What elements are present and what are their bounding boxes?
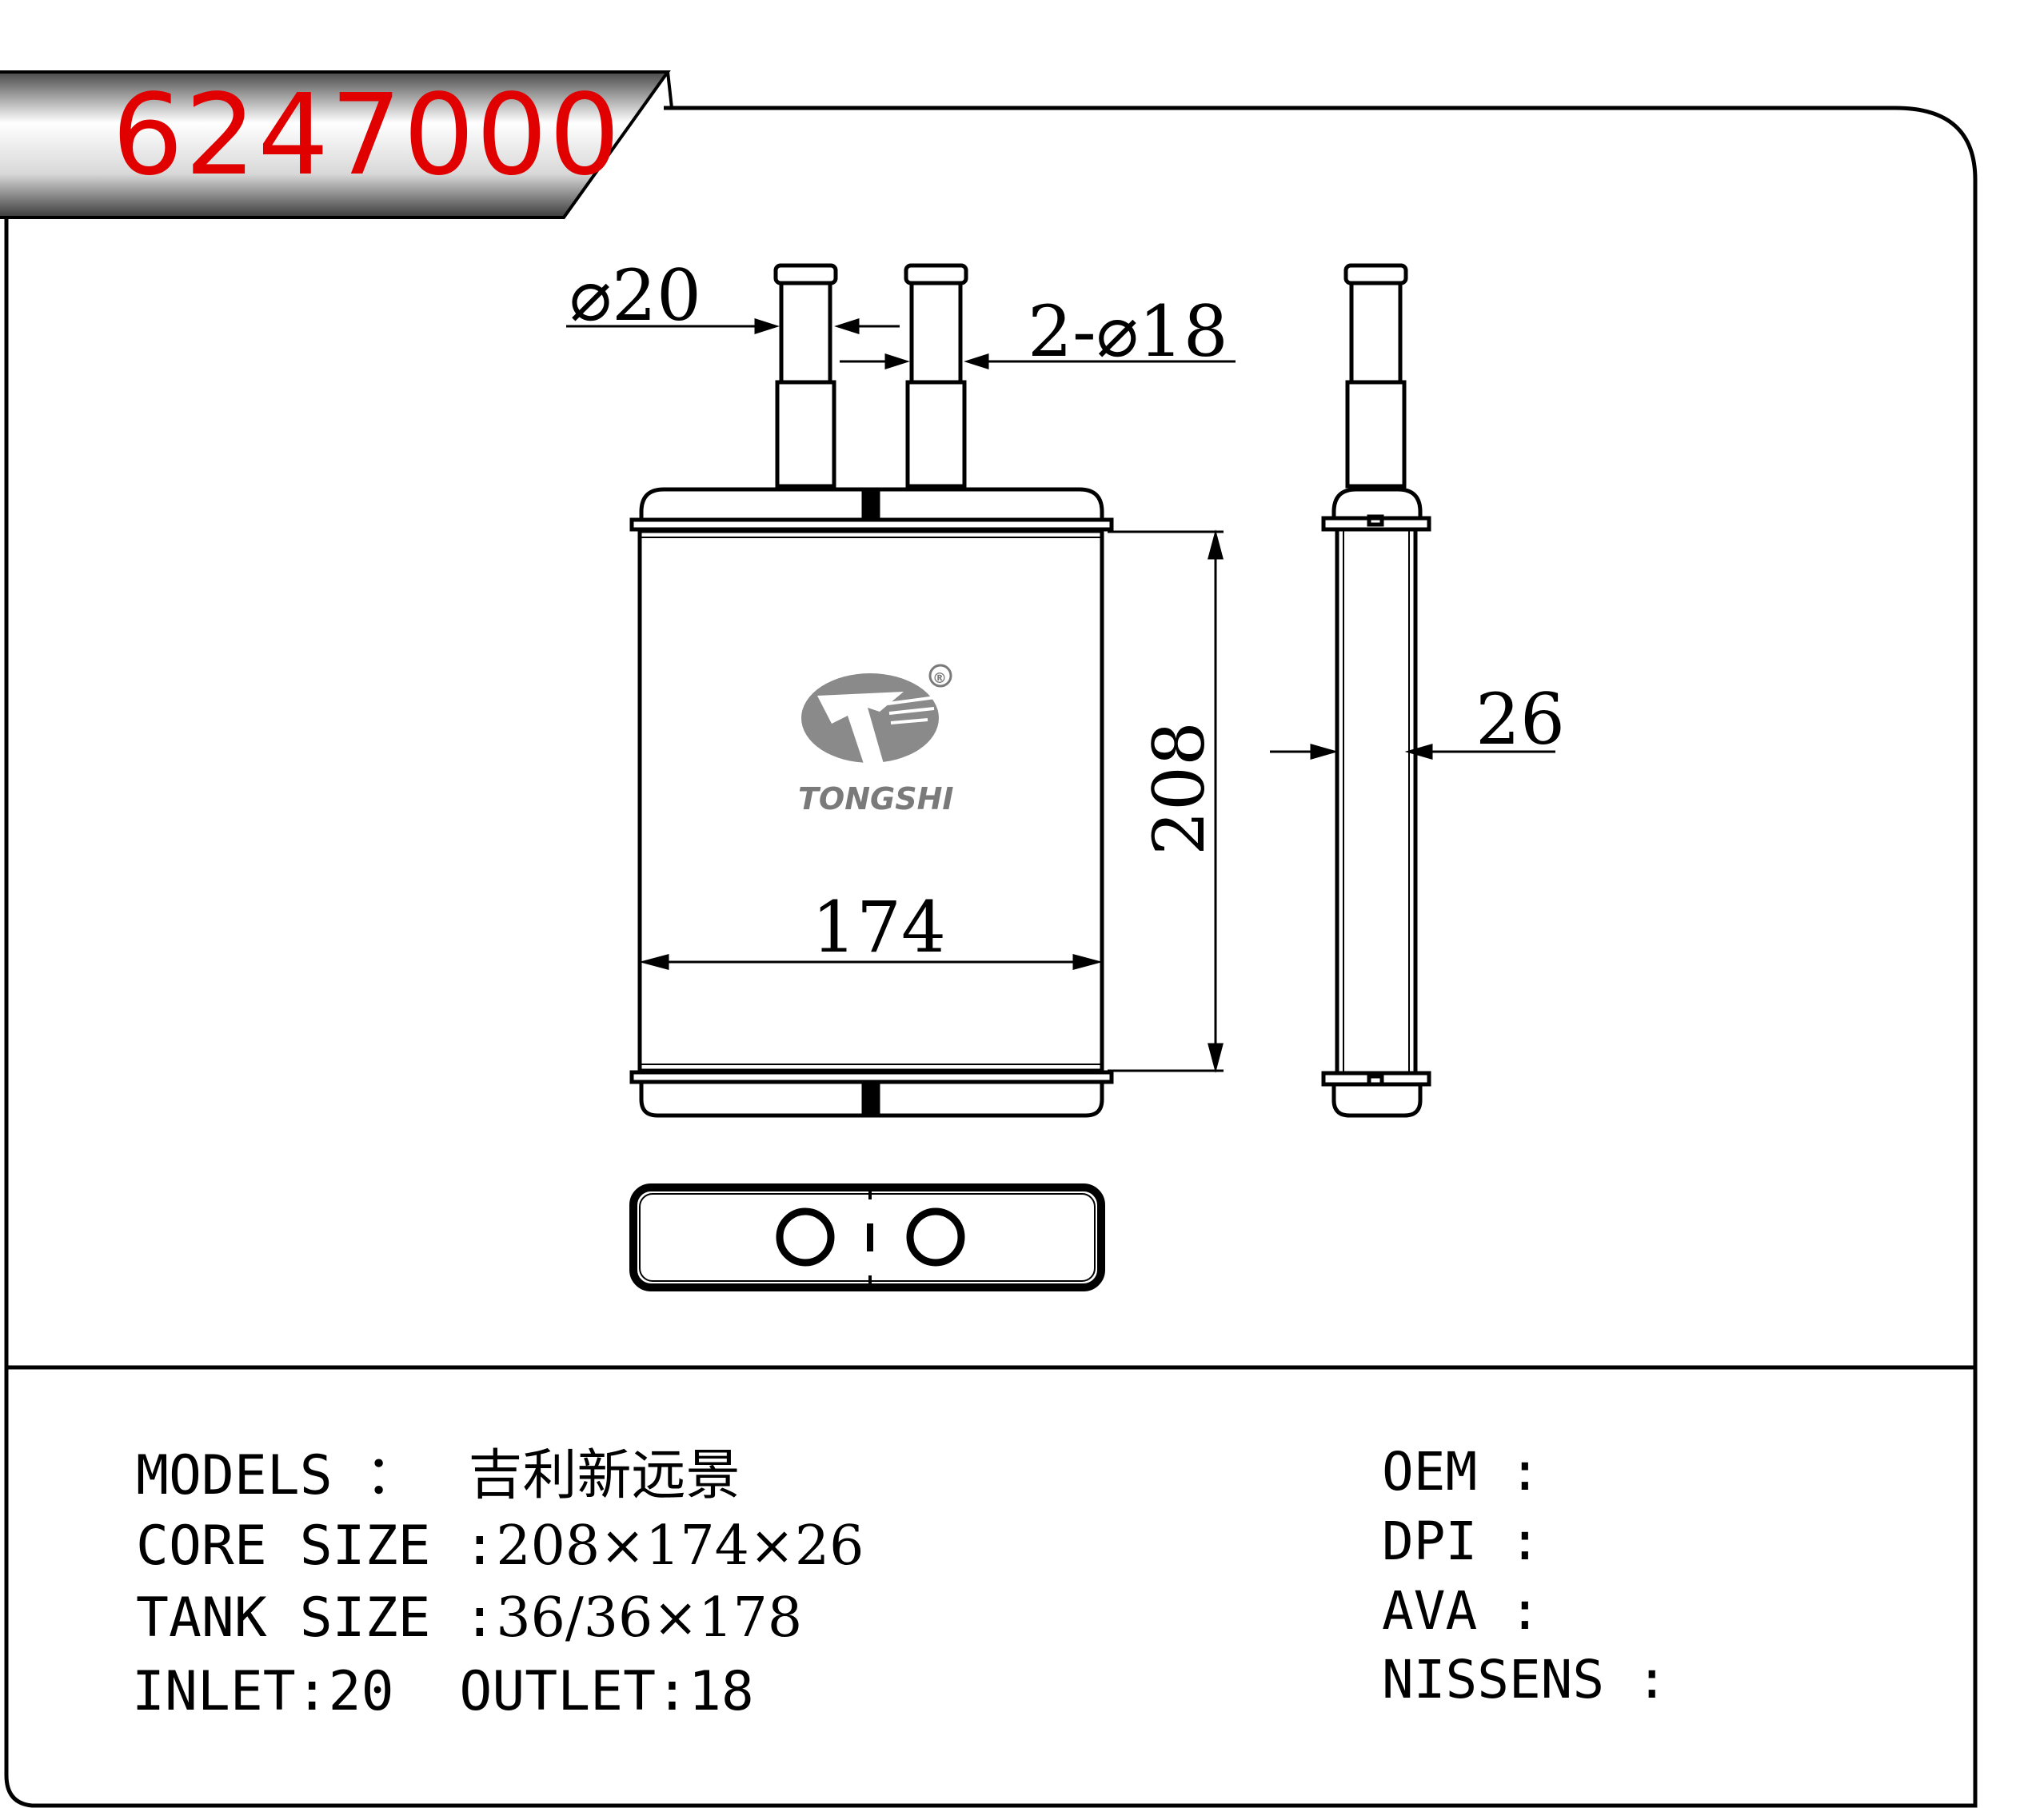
front-view [629,263,1114,1118]
top-view-inlet [776,1207,835,1267]
core-size-row: CORE SIZE :208×174×26 [136,1519,864,1574]
registered-mark: ® [932,670,947,687]
tank-size-value: 36/36×178 [496,1586,803,1650]
nissens-label: NISSENS : [1382,1649,1668,1710]
core-size-value: 208×174×26 [496,1515,864,1578]
models-value: 吉利新远景 [468,1444,741,1507]
top-tank [629,487,1114,532]
inlet-pipe [773,263,838,489]
part-number: 6247000 [112,70,622,201]
outlet-pipe [904,263,968,489]
side-view [1321,263,1431,1118]
brand-name: TONGSHI [798,781,954,816]
brand-logo: ® TONGSHI [798,664,954,816]
part-number-banner [0,70,673,219]
sheet-frame [4,76,1978,1808]
top-view-outlet [906,1207,965,1267]
outlet-dim-label: 2-⌀18 [1028,290,1228,373]
models-label: MODELS ： [136,1444,420,1507]
inlet-outlet-row: INLET:20 OUTLET:18 [132,1660,754,1723]
height-dim-label: 208 [1138,721,1220,856]
top-view [629,1183,1105,1291]
dpi-label: DPI : [1382,1511,1541,1572]
tank-size-row: TANK SIZE :36/36×178 [136,1591,802,1646]
dimension-lines [566,317,1555,1073]
models-row: MODELS ： 吉利新远景 [136,1449,741,1503]
ava-label: AVA : [1382,1580,1541,1642]
width-dim-label: 174 [812,886,946,968]
depth-dim-label: 26 [1475,678,1565,760]
inlet-dim-label: ⌀20 [569,254,701,337]
tank-size-label: TANK SIZE : [136,1586,497,1650]
core-size-label: CORE SIZE : [136,1515,497,1578]
bottom-tank [629,1070,1114,1118]
oem-label: OEM : [1382,1441,1541,1503]
